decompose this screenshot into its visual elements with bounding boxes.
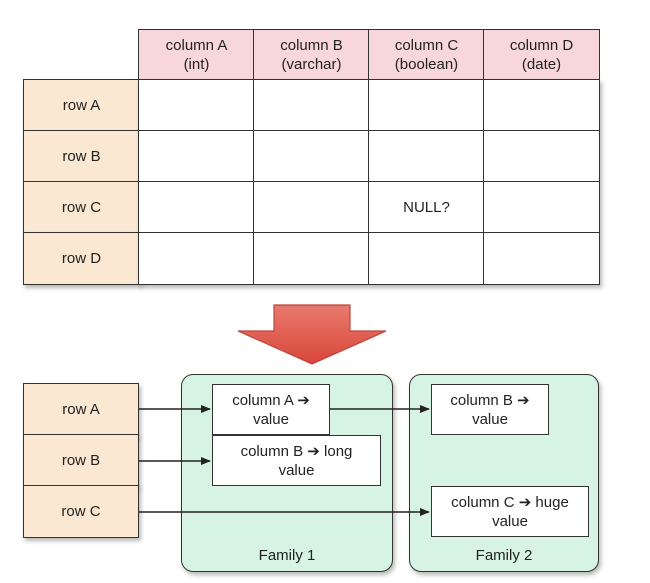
column-type: (date) xyxy=(521,56,562,73)
cell-key: column A ➔ xyxy=(232,391,310,409)
column-header-c: column C (boolean) xyxy=(368,29,485,81)
row-header-d: row D xyxy=(23,232,140,285)
table-cell xyxy=(253,79,370,132)
column-name: column A xyxy=(165,37,228,54)
column-type: (varchar) xyxy=(281,56,342,73)
table-cell xyxy=(483,232,600,285)
table-cell xyxy=(138,232,255,285)
row-header-c: row C xyxy=(23,181,140,234)
column-name: column B xyxy=(280,37,343,54)
cell-value: value xyxy=(278,461,315,479)
row-label: row D xyxy=(61,250,102,267)
cell-value: value xyxy=(492,512,528,530)
row-label: row B xyxy=(61,452,101,469)
row-header-b: row B xyxy=(23,130,140,183)
table-cell xyxy=(138,79,255,132)
row-label: row C xyxy=(61,503,101,520)
column-type: (int) xyxy=(183,56,210,73)
row-key-c: row C xyxy=(23,485,139,538)
cell-key: column C ➔ huge xyxy=(451,493,569,511)
family-label: Family 2 xyxy=(475,546,533,564)
family-label: Family 1 xyxy=(258,546,316,564)
family2-cell-column-b: column B ➔value xyxy=(431,384,549,435)
null-label: NULL? xyxy=(403,199,450,216)
row-header-a: row A xyxy=(23,79,140,132)
row-key-a: row A xyxy=(23,383,139,436)
row-label: row A xyxy=(62,97,101,114)
column-header-a: column A (int) xyxy=(138,29,255,81)
column-header-d: column D (date) xyxy=(483,29,600,81)
column-name: column D xyxy=(509,37,574,54)
row-label: row B xyxy=(62,148,101,165)
cell-value: value xyxy=(253,410,289,428)
table-cell xyxy=(138,130,255,183)
transform-arrow-icon xyxy=(237,304,387,365)
column-type: (boolean) xyxy=(394,56,459,73)
cell-value: value xyxy=(472,410,508,428)
row-label: row A xyxy=(62,401,100,418)
row-label: row C xyxy=(61,199,102,216)
table-cell xyxy=(253,130,370,183)
family1-cell-column-a: column A ➔value xyxy=(212,384,330,435)
cell-key: column B ➔ long xyxy=(240,442,353,460)
column-name: column C xyxy=(394,37,459,54)
cell-key: column B ➔ xyxy=(450,391,530,409)
